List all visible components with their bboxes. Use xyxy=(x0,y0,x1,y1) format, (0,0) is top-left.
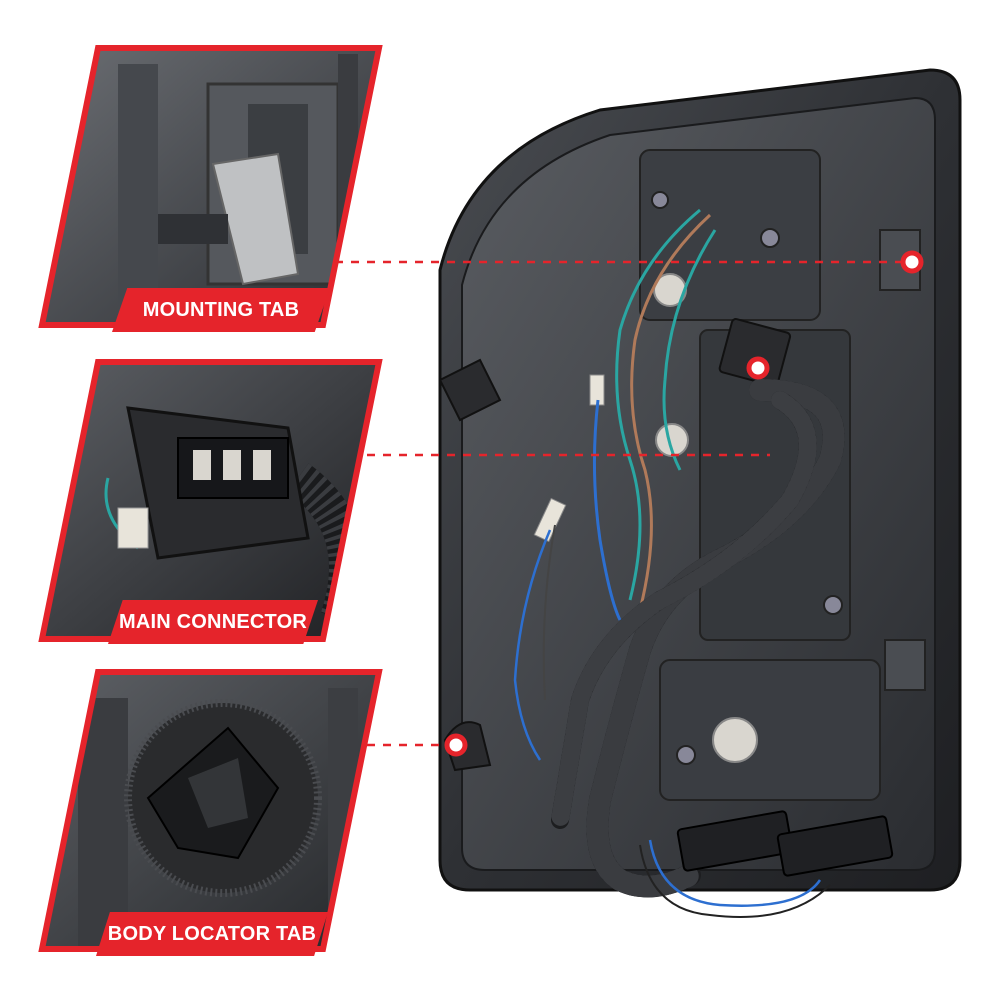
main-connector-label: MAIN CONNECTOR xyxy=(108,600,318,644)
body-locator-tab-inset xyxy=(38,669,383,952)
body-locator-hotspot xyxy=(444,733,468,757)
body-locator-tab-label: BODY LOCATOR TAB xyxy=(96,912,328,956)
mounting-tab-label: MOUNTING TAB xyxy=(112,288,330,332)
mounting-tab-inset xyxy=(38,45,383,328)
main-connector-inset xyxy=(38,359,383,642)
main-connector-hotspot xyxy=(746,356,770,380)
mounting-tab-hotspot xyxy=(900,250,924,274)
